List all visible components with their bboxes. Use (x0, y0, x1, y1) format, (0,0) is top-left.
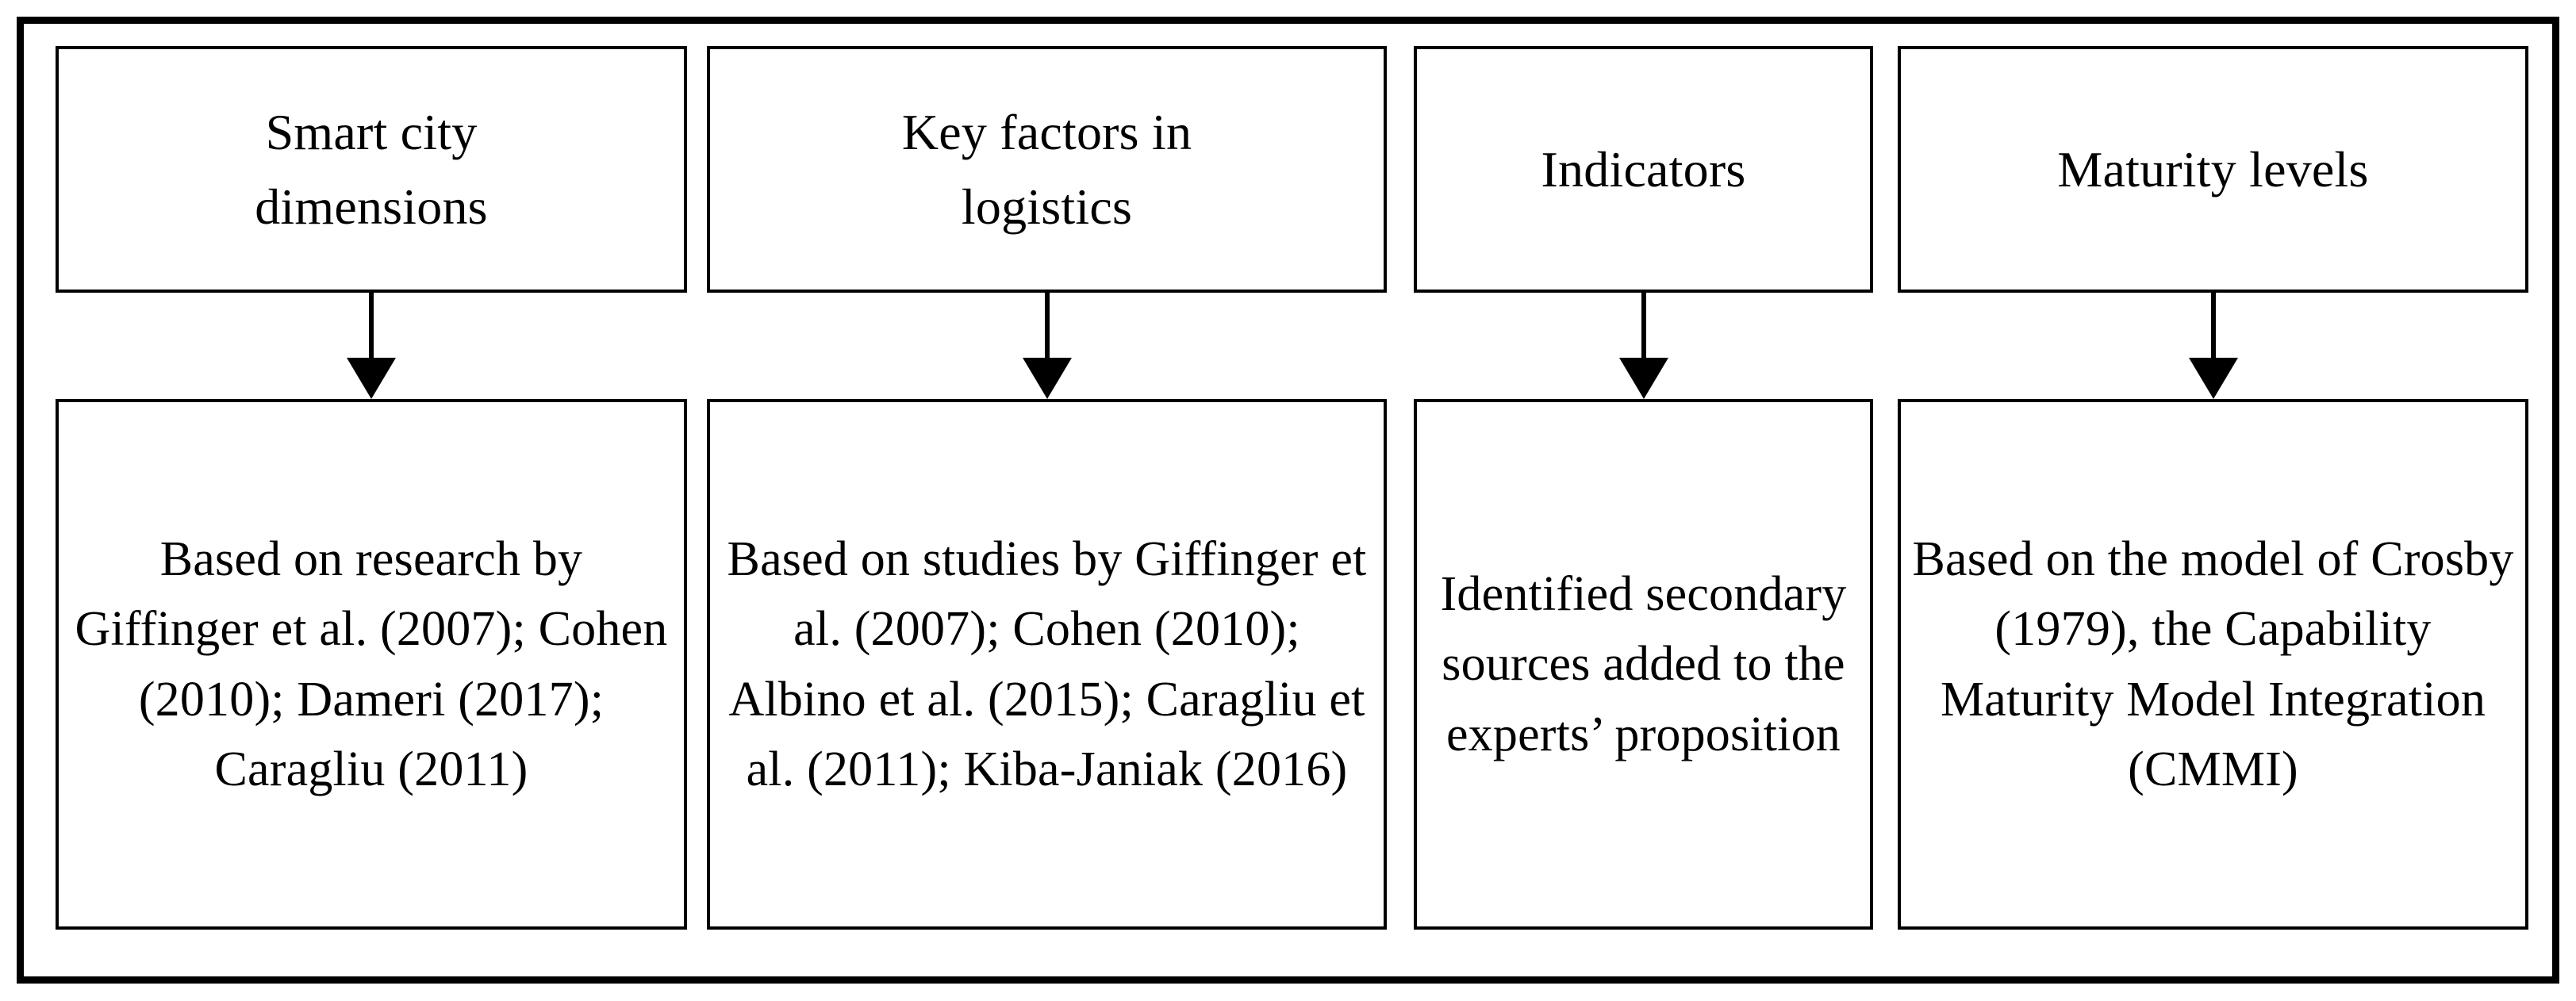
top-box-label: Maturity levels (2057, 140, 2369, 198)
top-box-maturity-levels[interactable]: Maturity levels (1898, 46, 2528, 293)
down-arrow-icon-2 (707, 293, 1387, 399)
bottom-box-label: Based on research by Giffinger et al. (2… (75, 532, 668, 796)
bottom-box-key-factors-logistics[interactable]: Based on studies by Giffinger et al. (20… (707, 399, 1387, 930)
top-box-key-factors-logistics[interactable]: Key factors in logistics (707, 46, 1387, 293)
bottom-box-label: Based on studies by Giffinger et al. (20… (727, 532, 1367, 796)
down-arrow-icon-1 (56, 293, 687, 399)
top-box-smart-city-dimensions[interactable]: Smart city dimensions (56, 46, 687, 293)
top-box-label: Indicators (1541, 140, 1746, 198)
bottom-box-label: Identified secondary sources added to th… (1440, 567, 1847, 761)
top-box-label: Key factors in logistics (901, 104, 1192, 235)
down-arrow-icon-4 (1898, 293, 2528, 399)
bottom-box-label: Based on the model of Crosby (1979), the… (1912, 532, 2514, 796)
bottom-box-maturity-levels[interactable]: Based on the model of Crosby (1979), the… (1898, 399, 2528, 930)
bottom-box-smart-city-dimensions[interactable]: Based on research by Giffinger et al. (2… (56, 399, 687, 930)
bottom-box-indicators[interactable]: Identified secondary sources added to th… (1414, 399, 1873, 930)
down-arrow-icon-3 (1414, 293, 1873, 399)
top-box-indicators[interactable]: Indicators (1414, 46, 1873, 293)
top-box-label: Smart city dimensions (255, 104, 488, 235)
